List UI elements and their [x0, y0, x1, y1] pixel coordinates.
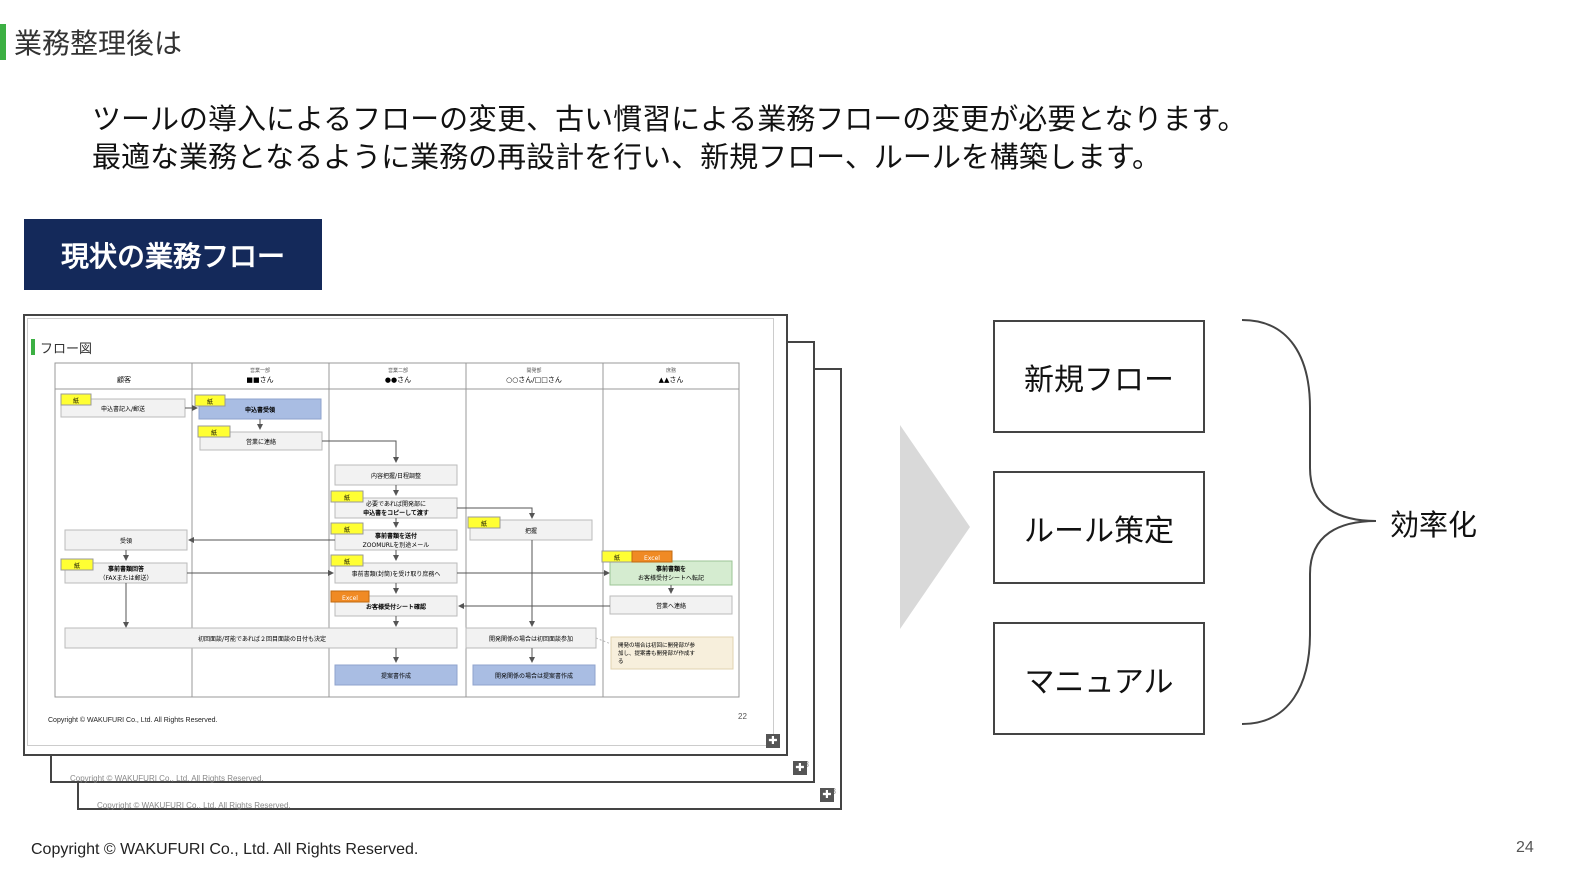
- flow-box-label: 受領: [120, 537, 132, 545]
- thumbnail-copyright: Copyright © WAKUFURI Co., Ltd. All Right…: [70, 774, 264, 783]
- flow-arrow: [457, 507, 535, 519]
- paper-tag: [60, 558, 94, 571]
- flow-box-label: 申込書受領: [245, 406, 276, 414]
- flow-box: [472, 664, 596, 686]
- output-box-manual: マニュアル: [993, 622, 1205, 735]
- flow-box: [64, 627, 458, 649]
- flow-box-label: 初回面談/可能であれば２回目面談の日付も決定: [198, 635, 326, 643]
- paper-tag: [197, 425, 231, 438]
- intro-line-2: 最適な業務となるように業務の再設計を行い、新規フロー、ルールを構築します。: [92, 140, 1161, 174]
- note-connector: [595, 637, 612, 645]
- paper-tag-label: 紙: [207, 398, 213, 406]
- flow-box-label: 申込書をコピーして渡す: [363, 509, 429, 517]
- paper-tag-label: 紙: [481, 520, 487, 528]
- paper-tag: [194, 394, 226, 407]
- paper-tag-label: 紙: [344, 494, 350, 502]
- paper-tag: [467, 516, 501, 529]
- flow-box-label: 申込書記入/郵送: [101, 405, 145, 413]
- flow-box-label: 内容把握/日程調整: [371, 472, 421, 480]
- lane-name-dev: ○○さん/□□さん: [506, 376, 562, 384]
- paper-tag: [330, 522, 364, 535]
- flow-arrow: [322, 440, 399, 463]
- chevron-right-icon: [900, 425, 970, 629]
- output-box-new-flow: 新規フロー: [993, 320, 1205, 433]
- lane-dept-sales2: 営業二部: [388, 367, 408, 374]
- flow-box-label: お客様受付シート確認: [366, 603, 426, 611]
- note-box: [610, 636, 734, 670]
- flow-box-label: 事前書類回答: [108, 565, 145, 573]
- flow-box-label: （FAXまたは郵送）: [99, 574, 152, 582]
- slide-expand-icon[interactable]: ✚: [793, 761, 807, 775]
- flow-box: [609, 560, 733, 586]
- flow-box-label: 営業へ連絡: [656, 602, 686, 610]
- paper-tag: [60, 393, 92, 406]
- curly-brace-icon: [1241, 319, 1377, 725]
- paper-tag: [330, 554, 364, 567]
- flow-box-label: ZOOMURLを別途メール: [363, 541, 430, 549]
- paper-tag-label: 紙: [344, 526, 350, 534]
- slide-expand-icon[interactable]: ✚: [820, 788, 834, 802]
- page-number: 24: [1516, 839, 1534, 856]
- output-box-rules: ルール策定: [993, 471, 1205, 584]
- flow-box-label: 開発関係の場合は初回面談参加: [489, 635, 573, 643]
- flow-diagram: 顧客 営業一部 ■■さん 営業二部 ●●さん 開発部 ○○さん/□□さん 庶務 …: [54, 362, 740, 698]
- excel-tag-label: Excel: [644, 555, 660, 562]
- flow-box: [609, 595, 733, 615]
- slide-expand-icon[interactable]: ✚: [766, 734, 780, 748]
- flow-box-label: 営業に連絡: [246, 438, 276, 446]
- flow-box-label: 事前書類を: [656, 565, 686, 573]
- flow-slide-copyright: Copyright © WAKUFURI Co., Ltd. All Right…: [48, 717, 218, 724]
- slide-thumbnail-front: フロー図 顧客 営業一部 ■■さん 営業二部 ●●さん 開発部 ○○さん/□□さ…: [23, 314, 788, 756]
- intro-line-1: ツールの導入によるフローの変更、古い慣習による業務フローの変更が必要となります。: [92, 102, 1247, 136]
- flow-box-label: 事前書類(封筒)を受け取り庶務へ: [352, 570, 441, 578]
- paper-tag-label: 紙: [211, 429, 217, 437]
- swimlane-frame: [54, 362, 740, 698]
- flow-slide-page-number: 22: [738, 712, 747, 721]
- flow-slide-title: フロー図: [40, 342, 93, 357]
- paper-tag-label: 紙: [73, 397, 79, 405]
- note-text: る: [618, 658, 624, 665]
- flow-slide: フロー図 顧客 営業一部 ■■さん 営業二部 ●●さん 開発部 ○○さん/□□さ…: [27, 318, 774, 746]
- excel-tag: [631, 550, 673, 563]
- paper-tag: [330, 490, 364, 503]
- flow-box-label: 開発関係の場合は提案書作成: [495, 672, 573, 680]
- lane-name-customer: 顧客: [117, 375, 131, 384]
- note-text: 加し、提案書も開発部が作成す: [618, 649, 696, 657]
- lane-name-sales2: ●●さん: [385, 376, 411, 384]
- paper-tag-label: 紙: [614, 554, 620, 562]
- paper-tag-label: 紙: [344, 558, 350, 566]
- flow-box: [334, 664, 458, 686]
- excel-tag-label: Excel: [342, 595, 358, 602]
- excel-tag: [330, 590, 370, 603]
- result-label: 効率化: [1390, 508, 1478, 542]
- flow-slide-accent-bar: [31, 339, 35, 355]
- page-title: 業務整理後は: [14, 27, 183, 60]
- paper-tag-label: 紙: [74, 562, 80, 570]
- flow-box-label: 事前書類を送付: [375, 532, 417, 540]
- lane-dept-dev: 開発部: [526, 367, 541, 374]
- intro-text: ツールの導入によるフローの変更、古い慣習による業務フローの変更が必要となります。…: [92, 100, 1247, 176]
- lane-dept-general: 庶務: [666, 367, 676, 374]
- current-flow-label: 現状の業務フロー: [24, 219, 322, 290]
- flow-box-label: 必要であれば開発部に: [366, 500, 426, 508]
- lane-dept-sales1: 営業一部: [250, 367, 270, 374]
- note-text: 開発の場合は初回に開発部が参: [618, 641, 696, 649]
- flow-box-label: お客様受付シートへ転記: [638, 574, 704, 582]
- flow-box-label: 把握: [525, 527, 537, 535]
- thumbnail-copyright: Copyright © WAKUFURI Co., Ltd. All Right…: [97, 801, 291, 810]
- lane-name-general: ▲▲さん: [659, 376, 684, 384]
- footer-copyright: Copyright © WAKUFURI Co., Ltd. All Right…: [31, 841, 419, 858]
- flow-box-label: 提案書作成: [381, 672, 411, 680]
- title-accent-bar: [0, 24, 6, 60]
- lane-name-sales1: ■■さん: [246, 376, 273, 384]
